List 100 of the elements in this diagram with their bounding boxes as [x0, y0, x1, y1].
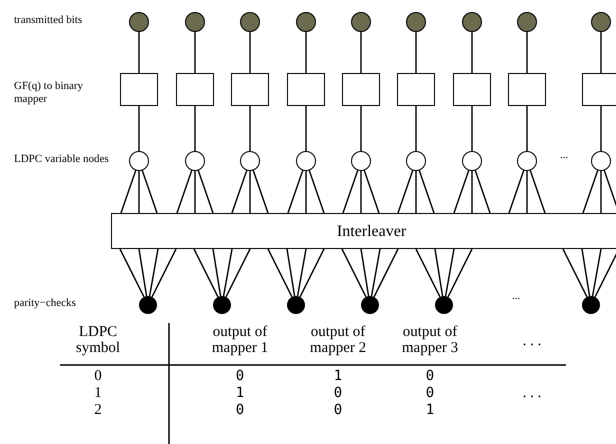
connector-line — [581, 248, 590, 296]
variable-node — [351, 151, 371, 171]
connector-line — [194, 171, 196, 213]
bit-node — [185, 12, 205, 32]
interleaver-label: Interleaver — [336, 223, 408, 241]
connector-line — [447, 248, 473, 298]
connector-line — [592, 248, 602, 296]
check-node — [361, 296, 379, 314]
connector-line — [305, 171, 307, 213]
interleaver-box — [111, 213, 616, 249]
variable-node — [406, 151, 426, 171]
table-cell: 1 — [236, 385, 244, 402]
mapper-box — [508, 73, 546, 106]
connector-line — [360, 106, 362, 151]
variable-node — [129, 151, 149, 171]
table-cell: 1 — [334, 368, 342, 384]
connector-line — [148, 248, 159, 296]
variable-node — [591, 151, 611, 171]
connector-line — [341, 248, 367, 298]
connector-line — [193, 248, 219, 298]
connector-line — [296, 248, 307, 296]
connector-line — [526, 171, 528, 213]
connector-line — [225, 248, 251, 298]
connector-line — [360, 32, 362, 73]
bit-node — [296, 12, 316, 32]
connector-line — [231, 170, 248, 214]
row-label: transmitted bits — [14, 14, 82, 27]
connector-line — [138, 171, 140, 213]
connector-line — [370, 248, 381, 296]
connector-line — [138, 248, 148, 296]
connector-line — [119, 248, 145, 298]
table-cell: 0 — [426, 385, 434, 402]
connector-line — [471, 106, 473, 151]
check-node — [582, 296, 600, 314]
mapper-box — [120, 73, 158, 106]
row-label: parity−checks — [14, 297, 76, 310]
connector-line — [508, 170, 524, 214]
connector-line — [415, 32, 417, 73]
connector-line — [526, 106, 528, 151]
connector-line — [582, 170, 598, 214]
connector-line — [305, 106, 307, 151]
connector-line — [360, 248, 370, 296]
table-cell: 0 — [236, 402, 244, 418]
connector-line — [526, 32, 528, 73]
variable-node — [462, 151, 482, 171]
connector-line — [600, 171, 602, 213]
connector-line — [444, 248, 455, 296]
bit-node — [462, 12, 482, 32]
connector-line — [212, 248, 222, 296]
connector-line — [249, 32, 251, 73]
connector-line — [138, 32, 140, 73]
bit-node — [517, 12, 537, 32]
row-label: LDPC variable nodes — [14, 153, 110, 166]
connector-line — [222, 248, 233, 296]
connector-line — [415, 106, 417, 151]
connector-line — [305, 32, 307, 73]
connector-line — [471, 171, 473, 213]
connector-line — [287, 170, 304, 214]
check-node — [287, 296, 305, 314]
mapper-box — [453, 73, 491, 106]
connector-line — [418, 170, 435, 214]
connector-line — [360, 171, 362, 213]
table-cell: 0 — [236, 368, 244, 384]
table-cell: 1 — [94, 385, 102, 402]
table-cell: 2 — [94, 402, 102, 420]
table-cell: 0 — [426, 368, 434, 384]
connector-line — [151, 248, 177, 298]
bit-node — [351, 12, 371, 32]
check-node — [139, 296, 157, 314]
table-cell: 0 — [334, 402, 342, 418]
connector-line — [252, 170, 269, 214]
connector-line — [415, 171, 417, 213]
connector-line — [600, 106, 602, 151]
bit-node — [591, 12, 611, 32]
check-node — [435, 296, 453, 314]
table-cell: 1 — [426, 402, 434, 418]
mapper-box — [397, 73, 435, 106]
mapper-box — [342, 73, 380, 106]
connector-line — [373, 248, 399, 298]
mapper-box — [582, 73, 616, 106]
connector-line — [299, 248, 325, 298]
table-header: output of mapper 3 — [400, 325, 460, 356]
connector-line — [198, 170, 214, 214]
bit-node — [240, 12, 260, 32]
variable-node — [240, 151, 260, 171]
connector-line — [176, 170, 192, 214]
connector-line — [142, 170, 158, 214]
row-label: GF(q) to binary mapper — [14, 80, 84, 106]
table-header: LDPC symbol — [74, 325, 122, 356]
ellipsis: ... — [512, 290, 520, 303]
connector-line — [474, 170, 491, 214]
table-header: output of mapper 2 — [308, 325, 368, 356]
connector-line — [530, 170, 546, 214]
bit-node — [129, 12, 149, 32]
connector-line — [249, 106, 251, 151]
ellipsis: ... — [560, 149, 568, 162]
connector-line — [120, 170, 136, 214]
variable-node — [296, 151, 316, 171]
connector-line — [562, 248, 588, 298]
connector-line — [342, 170, 358, 214]
